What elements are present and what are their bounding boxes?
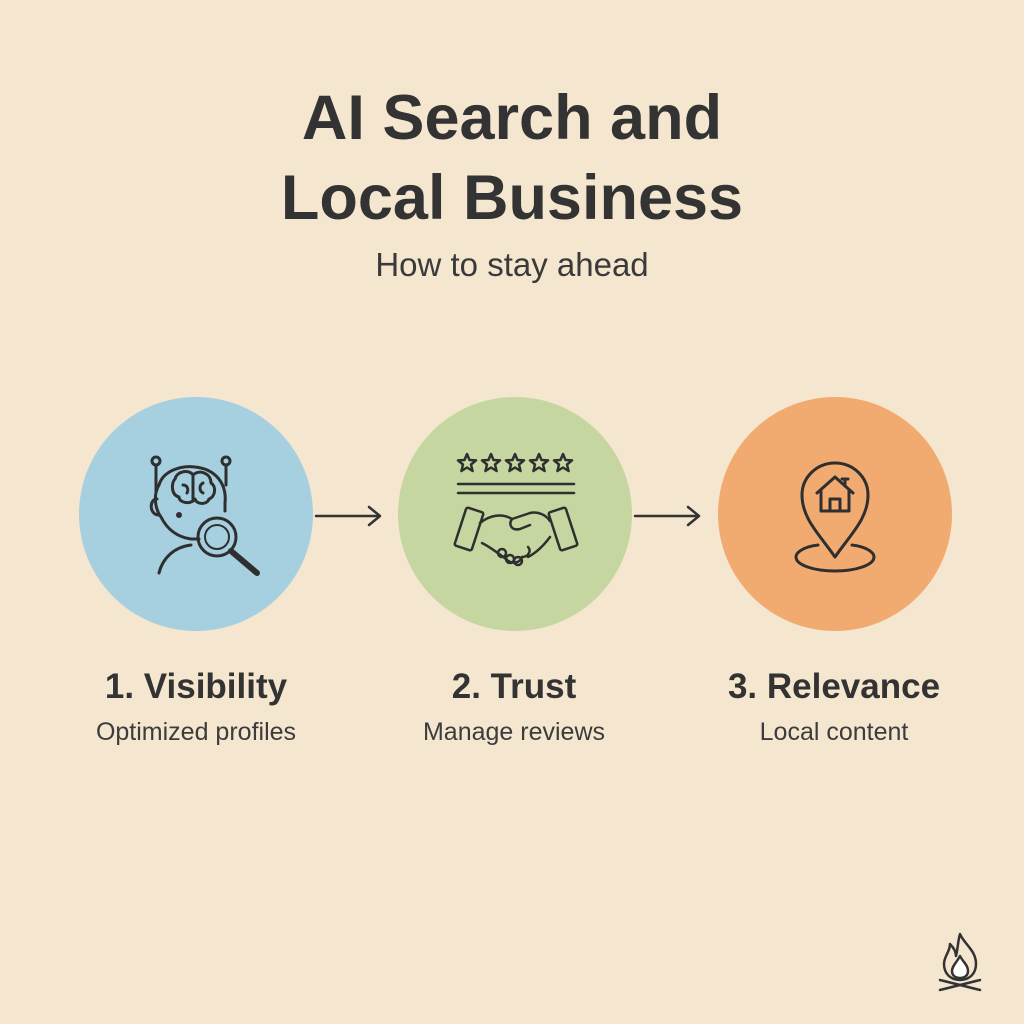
arrow-right-icon xyxy=(314,505,382,527)
step-3-description: Local content xyxy=(759,718,909,746)
step-1-label: 1. Visibility xyxy=(104,667,288,706)
step-3-label: 3. Relevance xyxy=(727,667,941,706)
page-title: AI Search and Local Business xyxy=(0,78,1024,238)
location-home-icon xyxy=(794,461,876,573)
step-3-circle xyxy=(718,397,952,631)
step-1-circle xyxy=(79,397,313,631)
campfire-logo-icon xyxy=(938,932,982,992)
step-2-circle xyxy=(398,397,632,631)
title-line-2: Local Business xyxy=(280,163,744,233)
handshake-reviews-icon xyxy=(453,452,579,567)
step-2-description: Manage reviews xyxy=(422,718,606,746)
ai-search-icon xyxy=(149,455,260,576)
arrow-right-icon xyxy=(633,505,701,527)
step-1-description: Optimized profiles xyxy=(95,718,297,746)
star-icon xyxy=(456,452,574,473)
step-2-label: 2. Trust xyxy=(451,667,577,706)
page-subtitle: How to stay ahead xyxy=(375,246,649,283)
title-line-1: AI Search and xyxy=(301,83,723,153)
